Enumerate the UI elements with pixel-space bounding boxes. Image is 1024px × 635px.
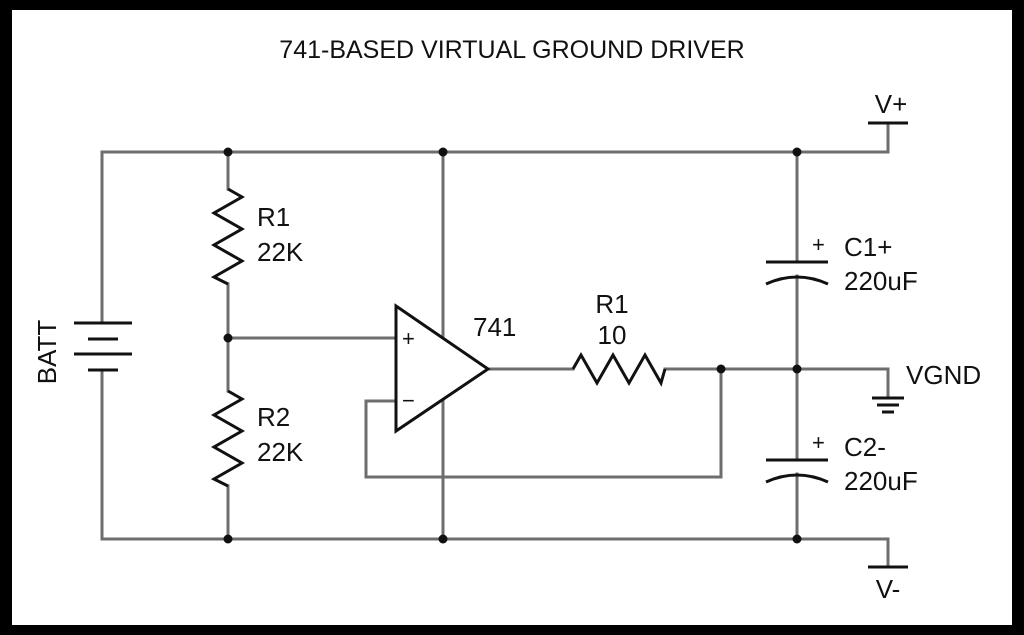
- vgnd-label: VGND: [906, 360, 981, 390]
- diagram-title: 741-BASED VIRTUAL GROUND DRIVER: [279, 36, 744, 64]
- c1-polarity-sign: +: [812, 232, 825, 257]
- c2-value: 220uF: [844, 466, 918, 496]
- r-output-resistor: [571, 351, 667, 387]
- r2-divider-value: 22K: [257, 437, 304, 467]
- junction-dot: [223, 333, 233, 343]
- schematic-diagram: 741-BASED VIRTUAL GROUND DRIVER: [32, 36, 981, 604]
- opamp-triangle: [394, 303, 491, 434]
- r1-divider-resistor: [210, 187, 246, 286]
- r-output-name: R1: [595, 289, 628, 319]
- battery-label: BATT: [32, 320, 62, 385]
- opamp-label: 741: [473, 312, 516, 342]
- junction-dot: [792, 147, 802, 157]
- c2-capacitor: [765, 458, 829, 484]
- ground-icon: [872, 396, 904, 414]
- vminus-label: V-: [876, 574, 901, 604]
- schematic-sheet: 741-BASED VIRTUAL GROUND DRIVER: [12, 10, 1012, 625]
- junction-dot: [792, 534, 802, 544]
- opamp-minus-sign: −: [402, 388, 415, 413]
- r2-divider-resistor: [210, 389, 246, 488]
- r1-divider-name: R1: [257, 202, 290, 232]
- vplus-label: V+: [875, 89, 908, 119]
- battery-symbol: [74, 321, 132, 372]
- junction-dot: [223, 147, 233, 157]
- c2-polarity-sign: +: [812, 430, 825, 455]
- c1-capacitor: [765, 260, 829, 286]
- junction-dot: [792, 364, 802, 374]
- c1-name: C1+: [844, 232, 892, 262]
- r2-divider-name: R2: [257, 402, 290, 432]
- wires: [100, 121, 890, 569]
- junction-dots: [223, 147, 802, 544]
- junction-dot: [438, 534, 448, 544]
- c1-value: 220uF: [844, 266, 918, 296]
- opamp-plus-sign: +: [402, 326, 415, 351]
- c2-name: C2-: [844, 432, 886, 462]
- junction-dot: [438, 147, 448, 157]
- r-output-value: 10: [598, 320, 627, 350]
- junction-dot: [223, 534, 233, 544]
- r1-divider-value: 22K: [257, 237, 304, 267]
- junction-dot: [716, 364, 726, 374]
